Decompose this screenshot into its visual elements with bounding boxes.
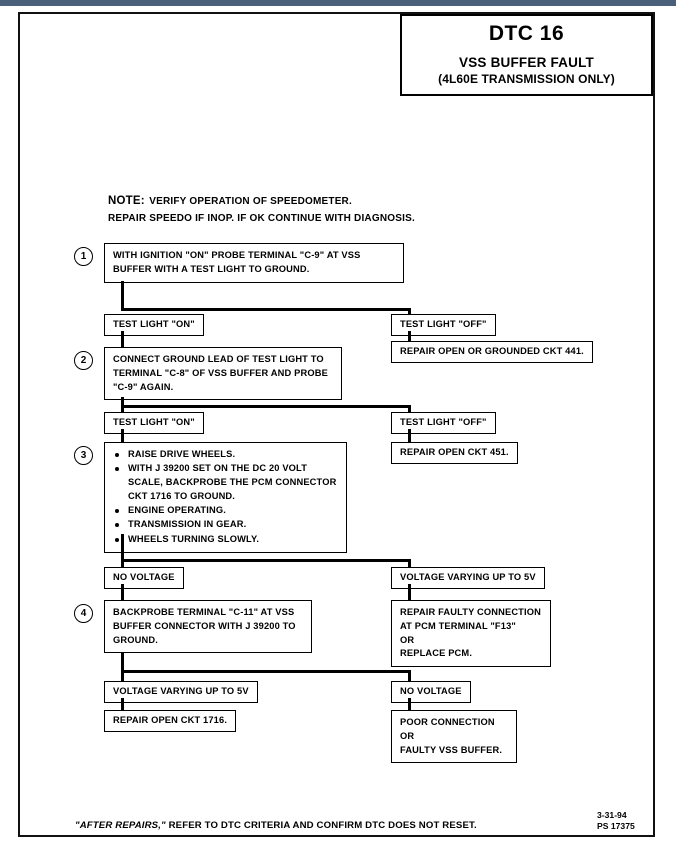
branch-test-light-on-2: TEST LIGHT "ON" — [104, 412, 204, 434]
step-3-box: RAISE DRIVE WHEELS. WITH J 39200 SET ON … — [104, 442, 347, 553]
step-1-line-1: WITH IGNITION "ON" PROBE TERMINAL "C-9" … — [113, 250, 361, 260]
poor-connection-line-2: OR — [400, 730, 415, 741]
step-3-bullet-1: RAISE DRIVE WHEELS. — [113, 448, 339, 462]
step-3-bullet-4: TRANSMISSION IN GEAR. — [113, 518, 339, 532]
publication-code: PS 17375 — [597, 821, 635, 832]
note-line-1: NOTE: VERIFY OPERATION OF SPEEDOMETER. — [108, 189, 528, 212]
note-text-2: REPAIR SPEEDO IF INOP. IF OK CONTINUE WI… — [108, 212, 415, 224]
branch-test-light-on-1: TEST LIGHT "ON" — [104, 314, 204, 336]
poor-connection-line-3: FAULTY VSS BUFFER. — [400, 744, 503, 755]
branch-voltage-varying-2: VOLTAGE VARYING UP TO 5V — [104, 681, 258, 703]
step-2-line-1: CONNECT GROUND LEAD OF TEST LIGHT TO — [113, 354, 324, 364]
repair-pcm-line-3: OR — [400, 634, 415, 645]
connector-step1-across — [121, 308, 411, 311]
step-2-box: CONNECT GROUND LEAD OF TEST LIGHT TO TER… — [104, 347, 342, 401]
connector-step2-down — [121, 397, 124, 421]
document-code-block: 3-31-94 PS 17375 — [597, 810, 635, 833]
step-3-bullet-list: RAISE DRIVE WHEELS. WITH J 39200 SET ON … — [113, 448, 339, 546]
connector-step3-right-down — [408, 559, 411, 570]
footer-quoted-phrase: "AFTER REPAIRS," — [75, 820, 166, 831]
step-2-line-2: TERMINAL "C-8" OF VSS BUFFER AND PROBE — [113, 367, 328, 378]
title-block: DTC 16 VSS BUFFER FAULT (4L60E TRANSMISS… — [400, 14, 653, 97]
step-4-line-2: BUFFER CONNECTOR WITH J 39200 TO — [113, 620, 296, 631]
note-text-1: VERIFY OPERATION OF SPEEDOMETER. — [149, 196, 352, 207]
outcome-repair-ckt-441: REPAIR OPEN OR GROUNDED CKT 441. — [391, 341, 593, 363]
connector-to-repair-pcm — [408, 584, 411, 601]
branch-voltage-varying-1: VOLTAGE VARYING UP TO 5V — [391, 567, 545, 589]
revision-date: 3-31-94 — [597, 810, 627, 820]
connector-to-poor-connection — [408, 698, 411, 711]
branch-no-voltage-2: NO VOLTAGE — [391, 681, 471, 703]
branch-test-light-off-2: TEST LIGHT "OFF" — [391, 412, 496, 434]
outcome-repair-ckt-451: REPAIR OPEN CKT 451. — [391, 442, 518, 464]
connector-to-repair441 — [408, 331, 411, 342]
connector-step4-right-down — [408, 670, 411, 681]
dtc-code: DTC 16 — [488, 22, 565, 45]
fault-name: VSS BUFFER FAULT — [459, 55, 594, 71]
footer-instruction: "AFTER REPAIRS," REFER TO DTC CRITERIA A… — [75, 820, 477, 831]
branch-no-voltage-1: NO VOLTAGE — [104, 567, 184, 589]
footer-rest: REFER TO DTC CRITERIA AND CONFIRM DTC DO… — [165, 820, 477, 831]
diagnostic-note: NOTE: VERIFY OPERATION OF SPEEDOMETER. R… — [108, 189, 528, 226]
connector-to-step2 — [121, 331, 124, 348]
step-1-box: WITH IGNITION "ON" PROBE TERMINAL "C-9" … — [104, 243, 404, 283]
note-label: NOTE: — [108, 195, 145, 207]
outcome-repair-pcm-box: REPAIR FAULTY CONNECTION AT PCM TERMINAL… — [391, 600, 551, 667]
connector-step4-down — [121, 652, 124, 685]
connector-step1-down — [121, 281, 124, 311]
branch-test-light-off-1: TEST LIGHT "OFF" — [391, 314, 496, 336]
step-2-line-3: "C-9" AGAIN. — [113, 381, 174, 392]
repair-pcm-line-4: REPLACE PCM. — [400, 648, 473, 659]
step-4-line-3: GROUND. — [113, 634, 158, 645]
step-4-line-1: BACKPROBE TERMINAL "C-11" AT VSS — [113, 607, 295, 617]
transmission-note: (4L60E TRANSMISSION ONLY) — [438, 71, 615, 86]
page-border — [18, 12, 655, 837]
connector-step2-right-down — [408, 405, 411, 413]
step-3-bullet-2: WITH J 39200 SET ON THE DC 20 VOLT SCALE… — [113, 462, 339, 503]
step-1-line-2: BUFFER WITH A TEST LIGHT TO GROUND. — [113, 263, 310, 274]
connector-to-step4 — [121, 584, 124, 601]
top-edge-band — [0, 0, 676, 6]
repair-pcm-line-2: AT PCM TERMINAL "F13" — [400, 620, 516, 631]
outcome-poor-connection-box: POOR CONNECTION OR FAULTY VSS BUFFER. — [391, 710, 517, 764]
step-4-box: BACKPROBE TERMINAL "C-11" AT VSS BUFFER … — [104, 600, 312, 654]
step-3-bullet-3: ENGINE OPERATING. — [113, 504, 339, 518]
connector-step3-down — [121, 534, 124, 567]
step-number-3: 3 — [74, 446, 93, 465]
step-number-4: 4 — [74, 604, 93, 623]
step-number-1: 1 — [74, 247, 93, 266]
outcome-repair-ckt-1716: REPAIR OPEN CKT 1716. — [104, 710, 237, 732]
connector-to-repair1716 — [121, 698, 124, 711]
connector-to-step3 — [121, 429, 124, 444]
step-number-2: 2 — [74, 351, 93, 370]
step-3-bullet-5: WHEELS TURNING SLOWLY. — [113, 533, 339, 547]
connector-step4-across — [121, 670, 411, 673]
connector-to-repair451 — [408, 429, 411, 442]
connector-step2-across — [121, 405, 411, 408]
poor-connection-line-1: POOR CONNECTION — [400, 717, 495, 727]
connector-step3-across — [121, 559, 411, 562]
repair-pcm-line-1: REPAIR FAULTY CONNECTION — [400, 607, 541, 617]
